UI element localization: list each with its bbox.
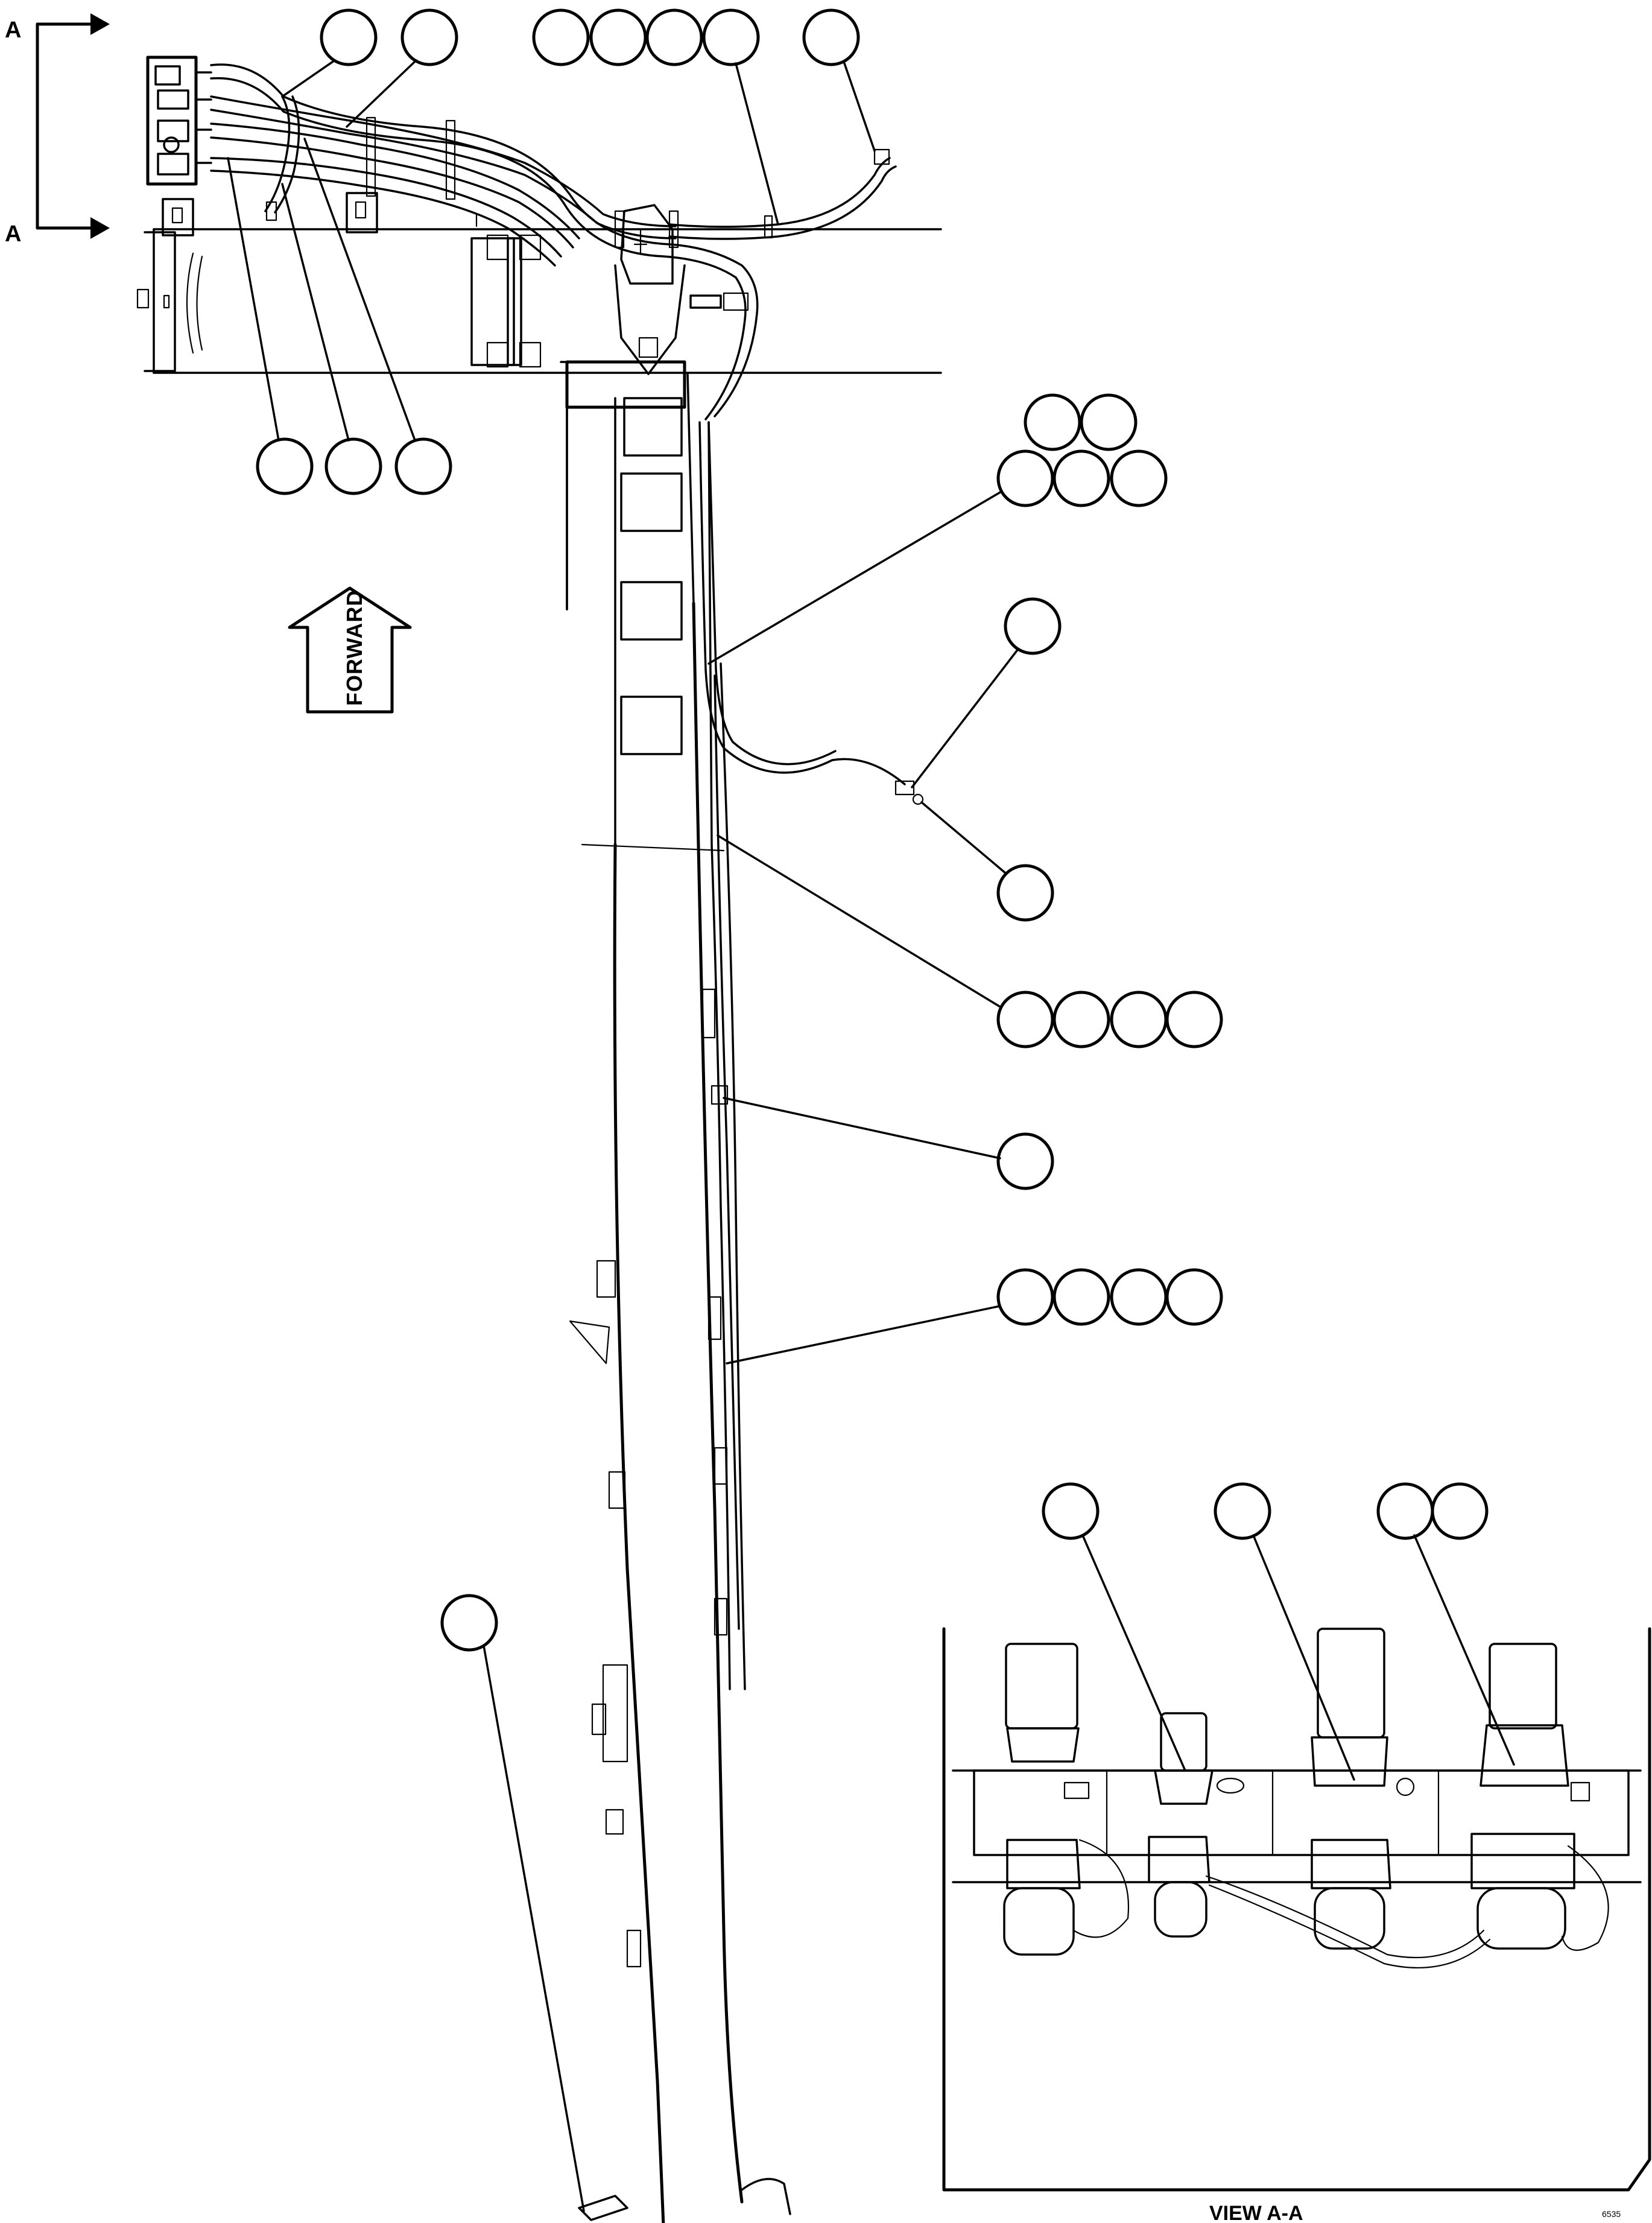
callout-bubble: [1052, 449, 1110, 507]
forward-label: FORWARD: [342, 590, 367, 706]
boom-hoses: [698, 421, 924, 1630]
callouts: [227, 8, 1515, 2212]
callout-bubble: [320, 8, 378, 66]
coupler-2: [1148, 1712, 1245, 1938]
left-rail-block: [560, 361, 616, 610]
callout-bubble: [1431, 1482, 1489, 1540]
callout-bubble: [1165, 1268, 1223, 1326]
callout-bubble: [1110, 1268, 1168, 1326]
callout-bubble: [1052, 1268, 1110, 1326]
callout-bubble: [400, 8, 458, 66]
callout-bubble: [802, 8, 860, 66]
figure-code: 6535: [1602, 2209, 1621, 2219]
callout-bubble: [645, 8, 703, 66]
callout-bubble: [324, 437, 382, 495]
callout-bubble: [1024, 393, 1081, 451]
callout-bubble: [532, 8, 590, 66]
callout-bubble: [256, 437, 314, 495]
callout-bubble: [394, 437, 452, 495]
hose-manifold-top: [146, 55, 212, 186]
upper-frame: [136, 192, 942, 374]
view-caption: VIEW A-A: [1209, 2202, 1303, 2223]
view-a-a-inset: VIEW A-A: [942, 1627, 1651, 2223]
callout-bubble: [1042, 1482, 1100, 1540]
callout-bubble: [589, 8, 647, 66]
section-marker-a: A A: [5, 13, 110, 247]
callout-bubble: [1052, 991, 1110, 1048]
coupler-4: [1470, 1643, 1590, 1950]
callout-bubble: [1110, 991, 1168, 1048]
callout-bubble: [1214, 1482, 1271, 1540]
callout-bubble: [996, 1132, 1054, 1190]
callout-bubble: [1376, 1482, 1434, 1540]
callout-bubble: [1004, 597, 1062, 655]
callout-bubble: [996, 1268, 1054, 1326]
forward-arrow: FORWARD: [288, 586, 412, 714]
callout-bubble: [1110, 449, 1168, 507]
coupler-3: [1311, 1628, 1415, 1950]
boom: [565, 360, 791, 2223]
callout-bubble: [996, 991, 1054, 1048]
section-letter-top: A: [5, 17, 21, 43]
section-letter-bottom: A: [5, 221, 21, 247]
callout-bubble: [996, 449, 1054, 507]
callout-bubble: [440, 1594, 498, 1652]
callout-bubble: [1080, 393, 1138, 451]
callout-bubble: [1165, 991, 1223, 1048]
coupler-1: [1003, 1643, 1090, 1956]
hydraulic-hoses-upper: [210, 63, 897, 420]
callout-bubble: [702, 8, 760, 66]
callout-bubble: [996, 864, 1054, 922]
